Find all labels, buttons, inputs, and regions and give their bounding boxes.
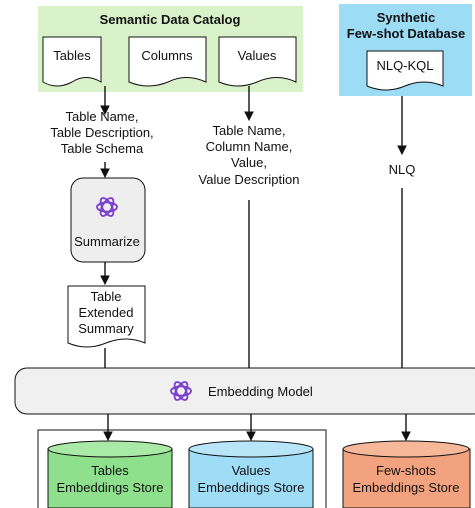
values-store-line1: Values (232, 463, 271, 478)
synthetic-title-line2: Few-shot Database (347, 26, 465, 41)
embedding-model-bar: Embedding Model (14, 367, 475, 415)
values-info-line4: Value Description (199, 172, 300, 187)
document-nlq-kql-label: NLQ-KQL (376, 58, 433, 73)
document-columns-label: Columns (141, 48, 193, 63)
catalog-title: Semantic Data Catalog (100, 12, 241, 27)
document-tables: Tables (42, 36, 102, 87)
table-extended-summary-document: Table Extended Summary (67, 285, 146, 348)
values-store-body (188, 448, 314, 508)
summarize-label: Summarize (74, 234, 140, 249)
summarize-box: Summarize (70, 177, 146, 263)
document-columns: Columns (128, 36, 207, 87)
values-store-line2: Embeddings Store (198, 480, 305, 495)
fewshots-embeddings-store: Few-shots Embeddings Store (342, 440, 471, 508)
tables-store-body (47, 448, 173, 508)
tables-store-line2: Embeddings Store (57, 480, 164, 495)
synthetic-title-line1: Synthetic (377, 10, 436, 25)
values-info-line2: Column Name, (206, 139, 293, 154)
embedding-background (14, 367, 475, 415)
tables-embeddings-store: Tables Embeddings Store (47, 440, 173, 508)
tables-info-line2: Table Description, (50, 125, 153, 140)
embedding-label: Embedding Model (208, 384, 313, 399)
nlq-label: NLQ (389, 162, 416, 177)
values-info-line1: Table Name, (213, 123, 286, 138)
tables-info-line3: Table Schema (61, 141, 144, 156)
tables-store-line1: Tables (91, 463, 129, 478)
summary-line2: Extended (79, 305, 134, 320)
fewshots-store-line1: Few-shots (376, 463, 436, 478)
stores-group-bracket (37, 429, 327, 508)
values-store-top (188, 440, 314, 458)
tables-info-line1: Table Name, (66, 109, 139, 124)
fewshots-store-line2: Embeddings Store (353, 480, 460, 495)
summary-line1: Table (90, 289, 121, 304)
synthetic-fewshot-database-panel: Synthetic Few-shot Database NLQ-KQL (339, 4, 472, 96)
tables-info-label: Table Name, Table Description, Table Sch… (50, 109, 153, 156)
values-info-line3: Value, (231, 155, 267, 170)
summary-line3: Summary (78, 321, 134, 336)
document-nlq-kql (366, 50, 444, 91)
tables-store-top (47, 440, 173, 458)
fewshots-store-body (342, 448, 471, 508)
summarize-background (70, 177, 146, 263)
document-values: Values (218, 36, 297, 87)
fewshots-store-top (342, 440, 470, 458)
values-embeddings-store: Values Embeddings Store (188, 440, 314, 508)
document-tables-label: Tables (53, 48, 91, 63)
values-info-label: Table Name, Column Name, Value, Value De… (199, 123, 300, 187)
document-values-label: Values (238, 48, 277, 63)
